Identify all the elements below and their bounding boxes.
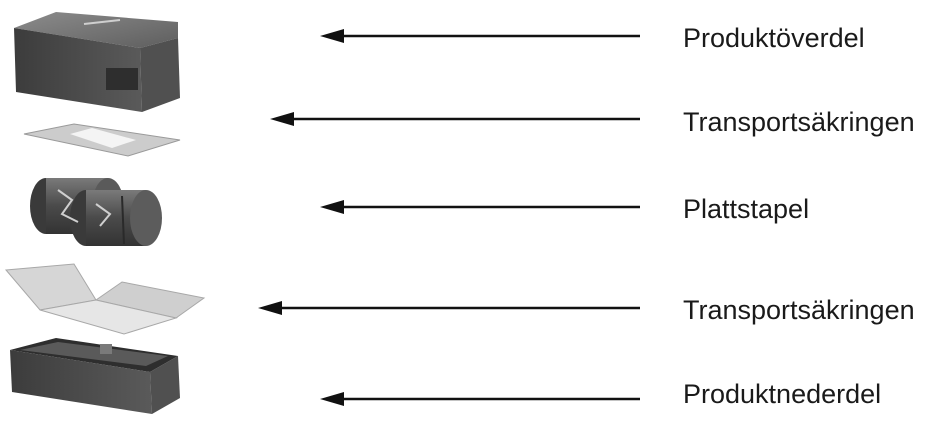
transport-lock-upper-part bbox=[23, 123, 181, 157]
label-bottom-part: Produktnederdel bbox=[683, 379, 882, 409]
bottom-part bbox=[10, 338, 180, 414]
top-cover-part bbox=[14, 12, 180, 112]
arrow-transport-lock-lower bbox=[258, 301, 640, 315]
arrow-transport-lock-upper bbox=[270, 112, 640, 126]
arrow-bottom-part bbox=[320, 392, 640, 406]
transport-lock-lower-part bbox=[4, 263, 206, 335]
arrow-plate-stack bbox=[320, 200, 640, 214]
plate-stack-part bbox=[30, 178, 162, 246]
label-plate-stack: Plattstapel bbox=[683, 194, 810, 224]
label-transport-lock-upper: Transportsäkringen bbox=[683, 107, 915, 137]
arrow-top-cover bbox=[320, 29, 640, 43]
label-top-cover: Produktöverdel bbox=[683, 23, 865, 53]
label-transport-lock-lower: Transportsäkringen bbox=[683, 295, 915, 325]
